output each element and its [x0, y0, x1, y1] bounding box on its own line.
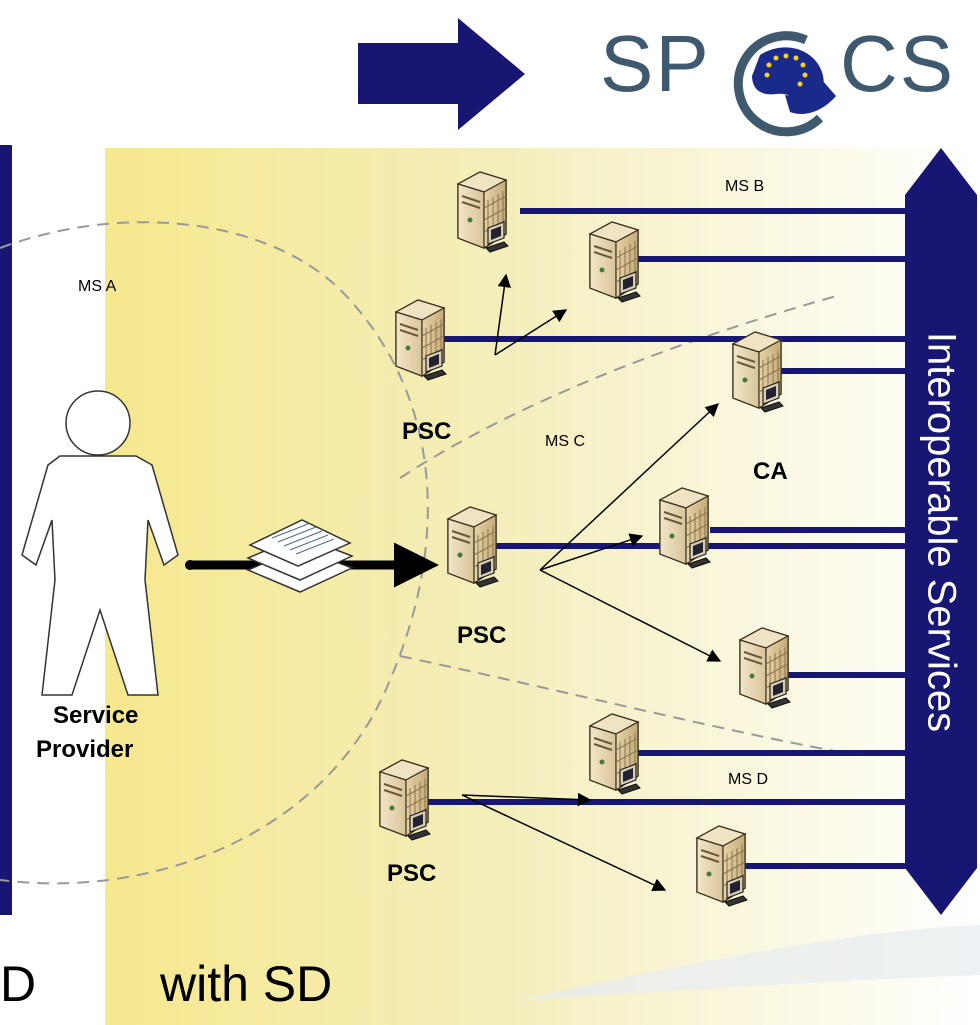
flow-arrows [461, 273, 722, 891]
region-label-ms-a: MS A [78, 278, 117, 295]
footer-caption: with SD [160, 956, 333, 1012]
interoperable-services-band [905, 148, 977, 915]
document-stack-icon [246, 519, 354, 593]
top-arrow [358, 18, 525, 130]
actor-label-line2: Provider [36, 736, 134, 763]
footer-left-fragment: D [0, 956, 37, 1012]
node-label-psc-3: PSC [387, 860, 437, 887]
service-provider-figure-icon [21, 390, 179, 696]
band-label: Interoperable Services [919, 331, 964, 733]
left-edge-bar [0, 145, 12, 915]
region-label-ms-c: MS C [545, 433, 585, 450]
node-label-psc-1: PSC [402, 418, 452, 445]
logo-emblem-icon [733, 31, 836, 137]
node-label-psc-2: PSC [457, 622, 507, 649]
logo-text-right: CS [840, 19, 956, 108]
region-label-ms-d: MS D [728, 771, 768, 788]
actor-label-line1: Service [53, 702, 139, 729]
band-label-container: Interoperable Services [905, 148, 977, 916]
yellow-gradient-panel [105, 148, 980, 1025]
node-label-ca: CA [753, 458, 788, 485]
logo-text-left: SP [600, 19, 711, 108]
region-label-ms-b: MS B [725, 178, 765, 195]
region-boundaries [0, 221, 841, 885]
bottom-swoosh [520, 925, 980, 1000]
